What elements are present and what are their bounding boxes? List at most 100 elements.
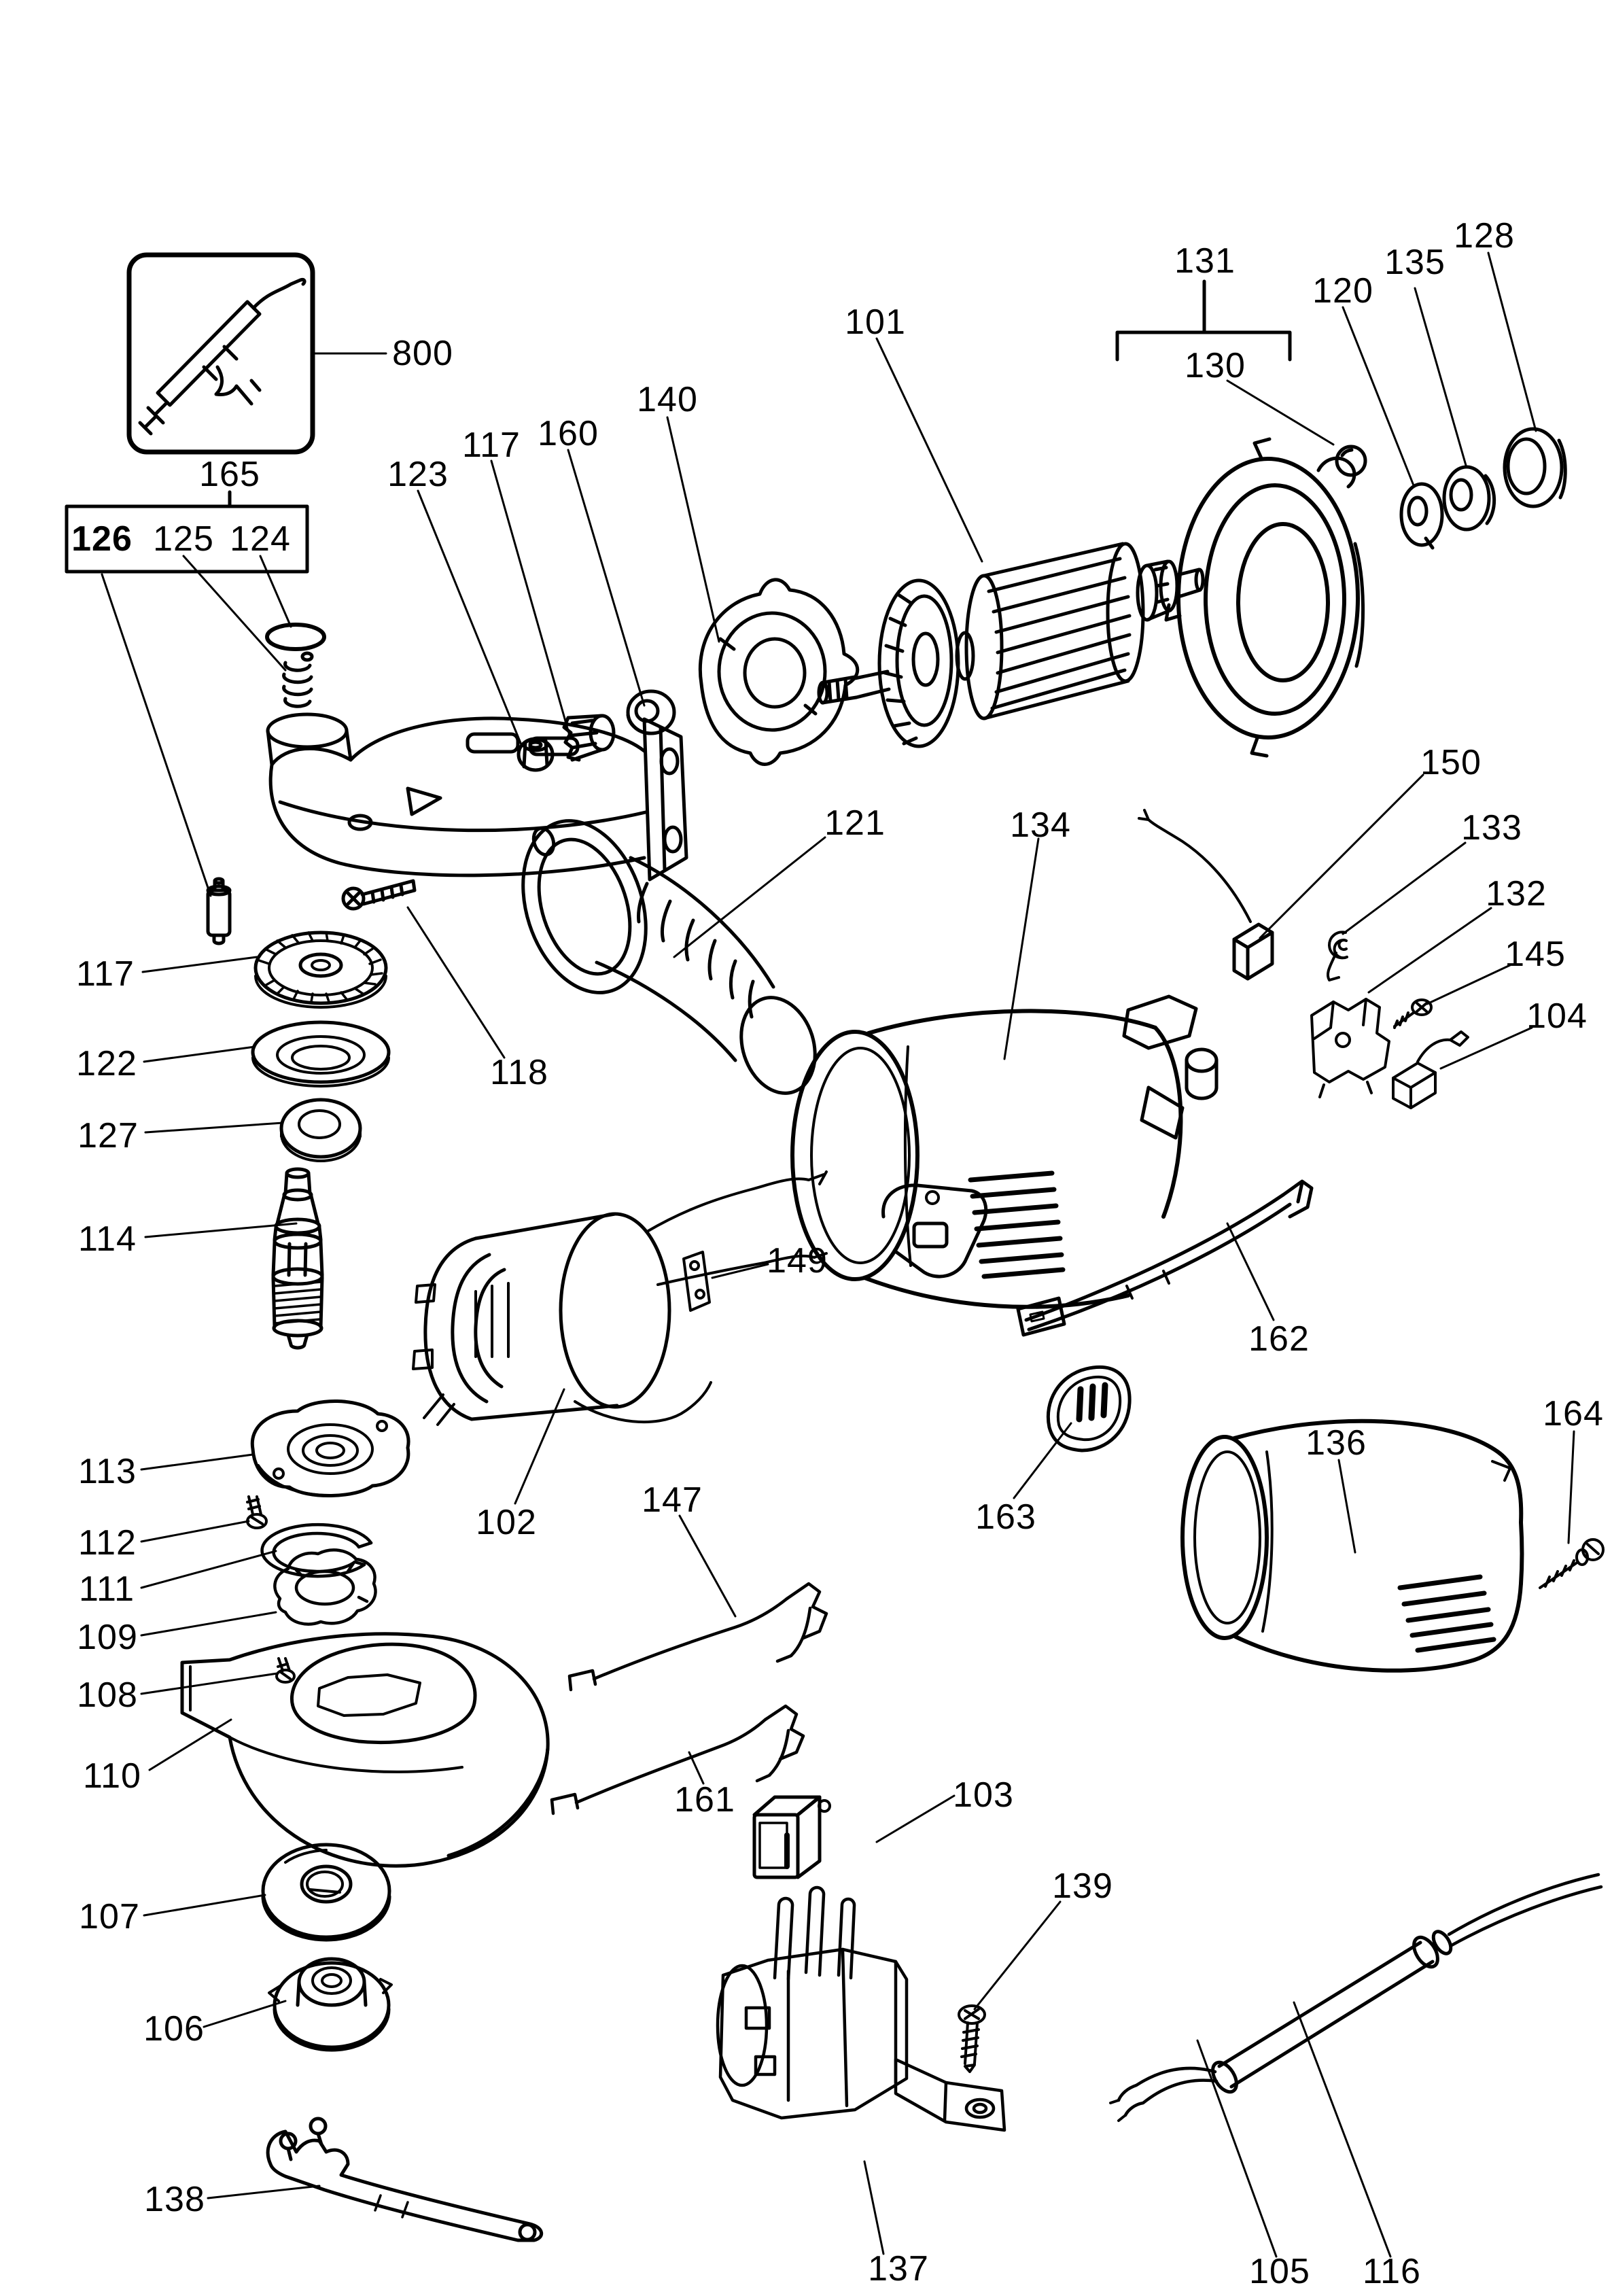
spring-125	[282, 651, 314, 708]
bearing-cover-113	[250, 1399, 410, 1497]
part-label-130: 130	[1185, 346, 1246, 385]
leader-l-145	[1426, 964, 1511, 1005]
spindle-lock-lever-162	[1016, 1179, 1314, 1337]
part-label-164: 164	[1543, 1394, 1604, 1433]
leader-l-106	[203, 2000, 287, 2028]
leader-l-132	[1367, 907, 1492, 994]
part-label-107: 107	[79, 1897, 140, 1936]
part-label-134: 134	[1010, 805, 1071, 845]
part-label-122: 122	[76, 1044, 137, 1083]
o-ring-124	[265, 623, 326, 651]
leader-l-110	[148, 1718, 232, 1771]
switch-103	[752, 1795, 831, 1879]
part-label-161: 161	[674, 1780, 735, 1820]
clamp-screw-118	[341, 879, 417, 911]
part-label-123: 123	[387, 455, 449, 494]
part-label-132: 132	[1486, 874, 1547, 914]
part-label-113: 113	[78, 1452, 137, 1491]
leader-l-160	[567, 449, 646, 707]
part-label-108: 108	[77, 1675, 138, 1715]
part-label-800: 800	[392, 334, 453, 373]
part-label-136: 136	[1306, 1423, 1367, 1463]
part-label-124: 124	[230, 519, 291, 559]
leader-l-104	[1439, 1026, 1533, 1070]
leader-l-149	[711, 1263, 769, 1279]
part-label-109: 109	[77, 1618, 138, 1657]
lead-wire-147	[567, 1582, 828, 1692]
group-box-126-125-124	[65, 504, 309, 574]
leader-l-127	[144, 1121, 284, 1134]
part-label-105: 105	[1249, 2252, 1310, 2291]
part-label-147: 147	[642, 1480, 703, 1520]
leader-l-116	[1293, 2001, 1392, 2258]
part-label-112: 112	[78, 1523, 137, 1563]
bearing-127	[279, 1098, 362, 1162]
leader-l-161	[688, 1751, 705, 1785]
part-label-131: 131	[1174, 241, 1236, 281]
motor-housing-134	[790, 994, 1219, 1309]
leader-l-102	[514, 1388, 565, 1505]
part-label-126: 126	[71, 519, 133, 559]
part-label-128: 128	[1454, 216, 1515, 256]
pin-wrench-138	[266, 2117, 543, 2242]
brush-holder-132	[1310, 998, 1390, 1098]
pinion-117	[562, 714, 616, 762]
part-label-150: 150	[1420, 743, 1482, 782]
leader-l-140	[666, 416, 720, 643]
leader-l-130	[1226, 379, 1335, 446]
screw-164	[1539, 1538, 1605, 1589]
spindle-nut-123	[516, 737, 555, 772]
leader-l-138	[207, 2185, 321, 2199]
inset-box	[126, 252, 315, 455]
field-coil-102	[412, 1170, 828, 1426]
part-label-165: 165	[199, 455, 260, 494]
part-label-117-left: 117	[76, 954, 135, 994]
lock-plate-109	[273, 1548, 377, 1626]
part-label-114: 114	[78, 1219, 137, 1259]
part-label-125: 125	[153, 519, 214, 559]
leader-l-133	[1342, 841, 1467, 935]
leader-l-125	[182, 555, 287, 672]
part-label-135: 135	[1384, 243, 1445, 282]
leader-l-134	[1003, 837, 1040, 1060]
leader-l-123	[417, 489, 523, 748]
part-label-162: 162	[1248, 1319, 1310, 1359]
gear-117	[253, 930, 388, 1009]
leader-l-162	[1226, 1222, 1275, 1321]
part-label-102: 102	[476, 1503, 537, 1542]
annotation-layer	[65, 252, 1292, 574]
armature-101	[817, 542, 1205, 748]
part-label-111: 111	[78, 1569, 135, 1609]
wheel-guard-110	[180, 1632, 550, 1868]
part-label-149: 149	[767, 1241, 828, 1281]
power-cord-105	[1109, 1873, 1603, 2122]
lead-wire-161	[550, 1704, 805, 1815]
leader-l-122	[143, 1045, 256, 1063]
part-label-138: 138	[144, 2180, 205, 2219]
leader-l-139	[973, 1900, 1062, 2011]
leader-l-101	[875, 337, 983, 563]
leader-l-164	[1567, 1430, 1575, 1544]
baffle-plate-140	[698, 578, 860, 766]
part-label-139: 139	[1052, 1866, 1113, 1906]
leader-l-135	[1414, 287, 1468, 469]
leader-l-109	[140, 1611, 277, 1637]
screw-112	[246, 1495, 268, 1529]
leader-l-111	[140, 1550, 277, 1589]
steel-ball-130	[1335, 445, 1367, 477]
leader-l-117-top	[490, 459, 571, 737]
terminal-plate-149	[682, 1251, 711, 1312]
screw-139	[958, 2004, 986, 2073]
bearing-160	[626, 689, 676, 735]
carbon-brush-104	[1392, 1030, 1469, 1109]
retainer-ring-128	[1503, 427, 1567, 508]
washer-120	[1399, 482, 1444, 550]
leader-l-107	[143, 1894, 266, 1917]
leader-l-114	[144, 1222, 298, 1238]
leader-l-136	[1337, 1459, 1356, 1554]
part-label-106: 106	[143, 2009, 205, 2049]
part-label-118: 118	[490, 1053, 548, 1092]
inner-flange-107	[261, 1843, 391, 1942]
switch-base-137	[716, 1885, 1006, 2132]
